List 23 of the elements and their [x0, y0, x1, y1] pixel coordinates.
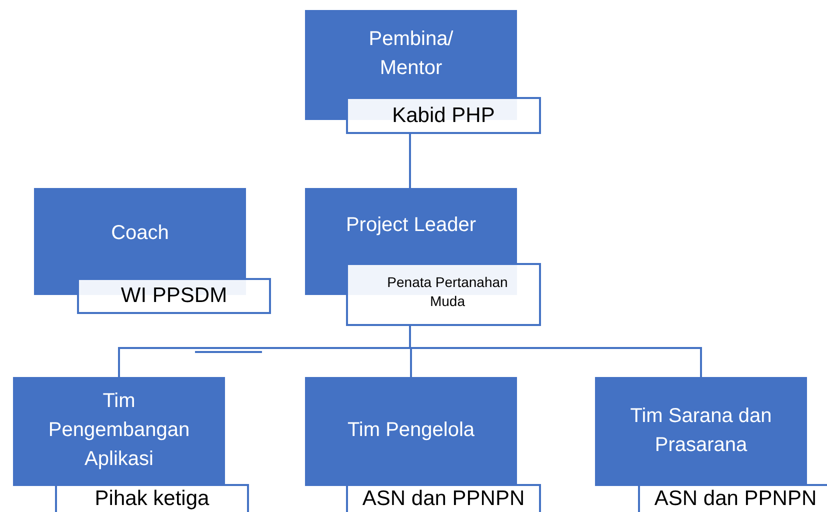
- role-title: Pembina/ Mentor: [368, 26, 454, 80]
- role-box: [305, 377, 517, 486]
- assignee-box: [346, 263, 541, 326]
- assignee-label: WI PPSDM: [120, 283, 228, 309]
- role-box: [13, 377, 225, 486]
- assignee-box: [77, 278, 271, 314]
- connector-line: [409, 134, 411, 188]
- connector-line: [409, 326, 702, 377]
- assignee-box: [638, 484, 827, 512]
- assignee-label: Penata Pertanahan Muda: [386, 273, 509, 311]
- role-box: [595, 377, 807, 486]
- role-title: Tim Sarana dan Prasarana: [629, 404, 773, 458]
- role-title: Tim Pengelola: [346, 418, 476, 443]
- assignee-box: [346, 97, 541, 134]
- role-title: Tim Pengembangan Aplikasi: [47, 389, 191, 472]
- assignee-label: Kabid PHP: [391, 102, 496, 128]
- assignee-label: Pihak ketiga: [94, 486, 210, 512]
- role-title: Project Leader: [344, 213, 478, 238]
- assignee-box: [55, 484, 249, 512]
- role-title: Coach: [110, 220, 170, 246]
- assignee-label: ASN dan PPNPN: [361, 486, 526, 512]
- assignee-box: [346, 484, 541, 512]
- assignee-label: ASN dan PPNPN: [653, 486, 818, 512]
